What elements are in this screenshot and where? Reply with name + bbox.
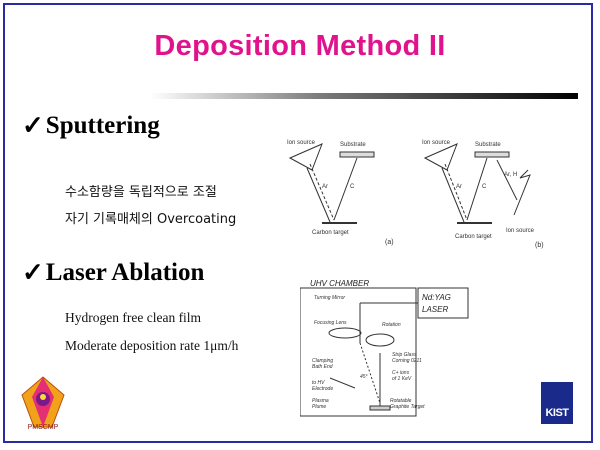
label-ion-source-a: Ion source bbox=[287, 140, 316, 146]
pmscmp-logo-text: PMSCMP bbox=[27, 424, 59, 431]
label-clamping-2: Bath End bbox=[312, 364, 333, 370]
label-ion-source-b-bottom: Ion source bbox=[506, 228, 535, 234]
section-heading-sputtering: ✓ Sputtering bbox=[22, 111, 160, 141]
section-heading-label: Laser Ablation bbox=[45, 259, 205, 286]
label-angle: 45° bbox=[360, 374, 368, 380]
label-target-a: Carbon target bbox=[312, 230, 349, 236]
label-ar-a: Ar bbox=[322, 184, 328, 190]
substrate-a bbox=[339, 151, 375, 158]
label-ion-source-b-top: Ion source bbox=[422, 140, 451, 146]
ion-source-b-top bbox=[423, 143, 458, 171]
rotation-disk bbox=[365, 333, 395, 347]
ion-source-a bbox=[288, 143, 323, 171]
label-ions-2: of 1 KeV bbox=[392, 376, 412, 382]
label-strip-1: Strip Glass bbox=[392, 352, 417, 358]
section-heading-laser-ablation: ✓ Laser Ablation bbox=[22, 258, 204, 288]
label-arh-b: Ar, H bbox=[504, 172, 517, 178]
laser-line-2: Moderate deposition rate 1μm/h bbox=[65, 338, 239, 353]
label-c-a: C bbox=[350, 184, 355, 190]
pmscmp-logo-icon bbox=[21, 376, 65, 428]
sputtering-diagram: Substrate Ion source Ar C Carbon target … bbox=[287, 140, 544, 249]
label-substrate-b: Substrate bbox=[475, 142, 501, 148]
slide-border bbox=[3, 3, 593, 443]
label-laser-line2: LASER bbox=[422, 305, 448, 314]
laser-line-1: Hydrogen free clean film bbox=[65, 310, 202, 325]
focusing-lens bbox=[328, 327, 362, 339]
label-tag-a: (a) bbox=[385, 239, 394, 246]
kist-logo: KIST bbox=[541, 382, 573, 424]
label-ions-1: C+ ions bbox=[392, 370, 410, 376]
label-laser-line1: Nd:YAG bbox=[422, 293, 451, 302]
label-rotatable-1: Rotatable bbox=[390, 398, 412, 404]
title-underline bbox=[150, 93, 578, 99]
checkmark-icon: ✓ bbox=[22, 111, 44, 140]
label-focusing-lens: Focusing Lens bbox=[314, 320, 347, 326]
substrate-b bbox=[474, 151, 510, 158]
checkmark-icon: ✓ bbox=[22, 258, 44, 287]
label-rotation: Rotation bbox=[382, 322, 401, 328]
label-turning-mirror: Turning Mirror bbox=[314, 295, 345, 301]
label-rotatable-2: Graphite Target bbox=[390, 404, 425, 410]
label-clamping-1: Clamping bbox=[312, 358, 333, 364]
ion-source-b-bottom bbox=[513, 169, 531, 216]
label-ar-b: Ar bbox=[456, 184, 462, 190]
label-plasma-1: Plasma bbox=[312, 398, 329, 404]
label-plasma-2: Plume bbox=[312, 404, 326, 410]
uhv-chamber-box bbox=[300, 287, 417, 417]
graphite-target bbox=[369, 405, 391, 411]
slide-title: Deposition Method II bbox=[154, 30, 446, 62]
label-hv-2: Electrode bbox=[312, 386, 333, 392]
label-tag-b: (b) bbox=[535, 242, 544, 249]
sputtering-line-2: 자기 기록매체의 Overcoating bbox=[65, 212, 237, 227]
label-substrate-a: Substrate bbox=[340, 142, 366, 148]
laser-ablation-diagram: UHV CHAMBER Nd:YAG LASER Turning Mirror … bbox=[300, 279, 469, 417]
sputtering-line-1: 수소함량을 독립적으로 조절 bbox=[65, 185, 217, 200]
label-target-b: Carbon target bbox=[455, 234, 492, 240]
label-strip-2: Corning 0211 bbox=[392, 358, 422, 364]
section-heading-label: Sputtering bbox=[45, 112, 160, 139]
label-uhv-chamber: UHV CHAMBER bbox=[310, 279, 369, 288]
kist-logo-text: KIST bbox=[545, 407, 569, 419]
label-hv-1: to HV bbox=[312, 380, 325, 386]
label-c-b: C bbox=[482, 184, 487, 190]
